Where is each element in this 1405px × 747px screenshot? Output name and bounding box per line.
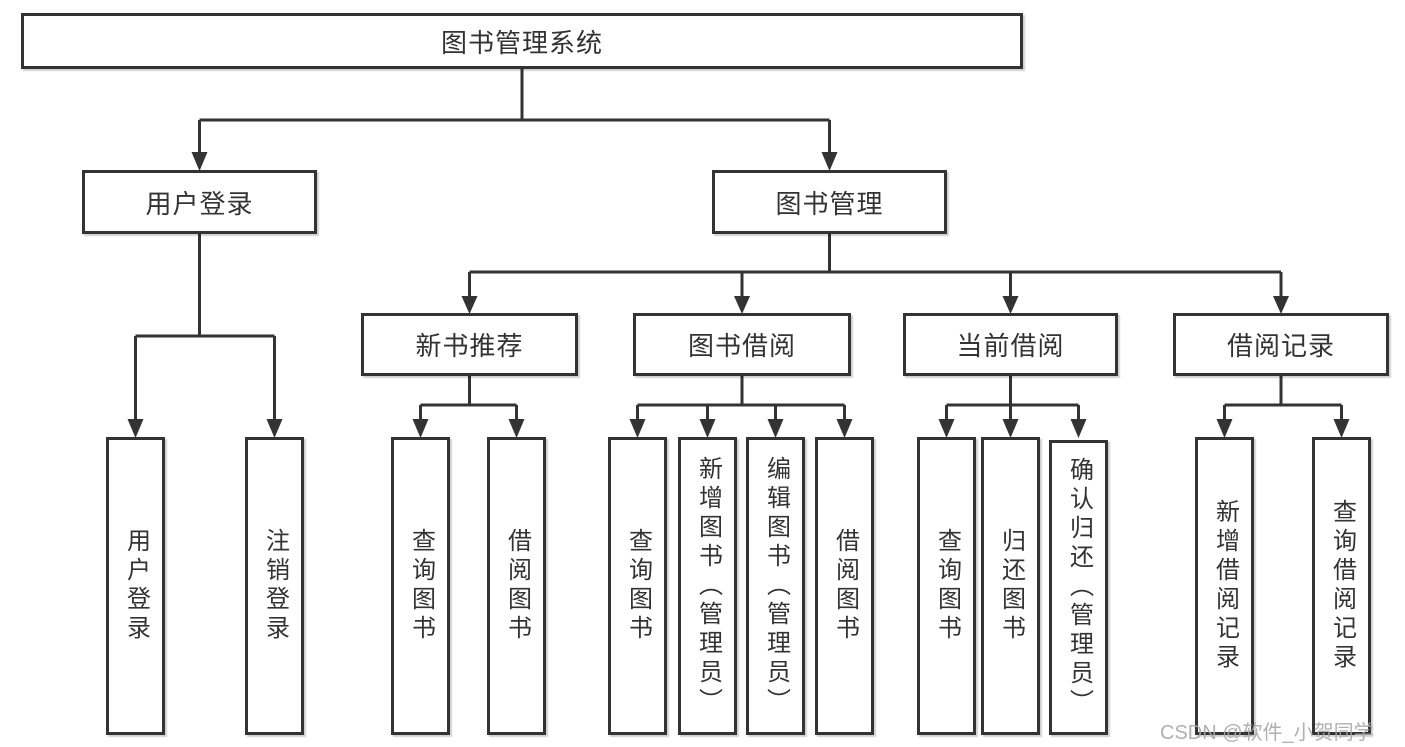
leaf-label: 确认归还（管理员） [1065,457,1093,718]
connector-current-borrow-to-leaves [945,376,1080,424]
leaf-label: 归还图书 [997,528,1025,644]
leaf-label: 编辑图书（管理员） [762,455,790,717]
arrow-down-icon [461,296,478,314]
leaf-borrow-add-books-admin: 新增图书（管理员） [678,437,737,735]
leaf-label: 新增借阅记录 [1211,499,1239,673]
arrow-down-icon [1070,419,1087,438]
node-label: 图书管理系统 [440,27,603,58]
arrow-down-icon [821,152,838,171]
arrow-down-icon [734,296,750,314]
node-user-login: 用户登录 [82,170,317,234]
leaf-label: 新增图书（管理员） [694,455,722,717]
leaf-logout: 注销登录 [245,437,304,735]
connector-new-book-to-leaves [419,376,518,424]
node-new-book-recommendation: 新书推荐 [361,313,578,376]
node-borrowing-records: 借阅记录 [1173,313,1389,376]
leaf-records-add-record: 新增借阅记录 [1195,437,1254,735]
node-book-management: 图书管理 [712,170,947,234]
connector-records-to-leaves [1223,376,1343,424]
leaf-label: 用户登录 [122,528,150,644]
node-current-borrowing: 当前借阅 [903,313,1118,376]
node-label: 用户登录 [145,188,254,219]
arrow-down-icon [191,152,208,171]
leaf-label: 查询图书 [624,528,652,644]
leaf-label: 注销登录 [261,528,289,644]
node-label: 当前借阅 [956,331,1065,361]
leaf-user-login: 用户登录 [106,437,165,735]
arrow-down-icon [127,419,144,438]
leaf-label: 查询图书 [407,528,435,644]
connector-book-borrow-to-leaves [636,376,846,424]
arrow-down-icon [1002,296,1019,314]
leaf-label: 查询图书 [933,528,961,644]
leaf-borrow-edit-books-admin: 编辑图书（管理员） [746,437,805,735]
connector-user-login-to-leaves [134,234,276,424]
leaf-label: 查询借阅记录 [1328,499,1356,673]
arrow-down-icon [1002,419,1019,438]
leaf-records-query-record: 查询借阅记录 [1312,437,1371,735]
node-label: 图书借阅 [687,331,796,361]
node-root: 图书管理系统 [21,13,1023,69]
leaf-newbook-query-books: 查询图书 [391,437,450,735]
leaf-borrow-query-books: 查询图书 [608,437,667,735]
arrow-down-icon [767,419,784,438]
arrow-down-icon [629,419,646,438]
leaf-current-return-books: 归还图书 [981,437,1040,735]
leaf-current-confirm-return-admin: 确认归还（管理员） [1049,440,1108,735]
leaf-borrow-borrow-books: 借阅图书 [815,437,874,735]
leaf-current-query-books: 查询图书 [917,437,976,735]
node-label: 图书管理 [775,188,884,219]
node-label: 新书推荐 [415,331,524,361]
node-label: 借阅记录 [1226,331,1335,361]
leaf-label: 借阅图书 [831,528,859,644]
node-book-borrowing: 图书借阅 [633,313,851,376]
arrow-down-icon [836,419,853,438]
arrow-down-icon [1333,419,1350,438]
arrow-down-icon [699,419,716,438]
arrow-down-icon [508,419,525,438]
connector-book-mgmt-to-sections [468,234,1283,300]
connector-root-to-level1 [198,69,831,156]
arrow-down-icon [412,419,429,438]
csdn-watermark: CSDN @软件_小贺同学 [1160,722,1374,744]
arrow-down-icon [1216,419,1233,438]
leaf-newbook-borrow-books: 借阅图书 [487,437,546,735]
arrow-down-icon [266,419,283,438]
leaf-label: 借阅图书 [503,528,531,644]
arrow-down-icon [938,419,955,438]
arrow-down-icon [1273,296,1289,314]
